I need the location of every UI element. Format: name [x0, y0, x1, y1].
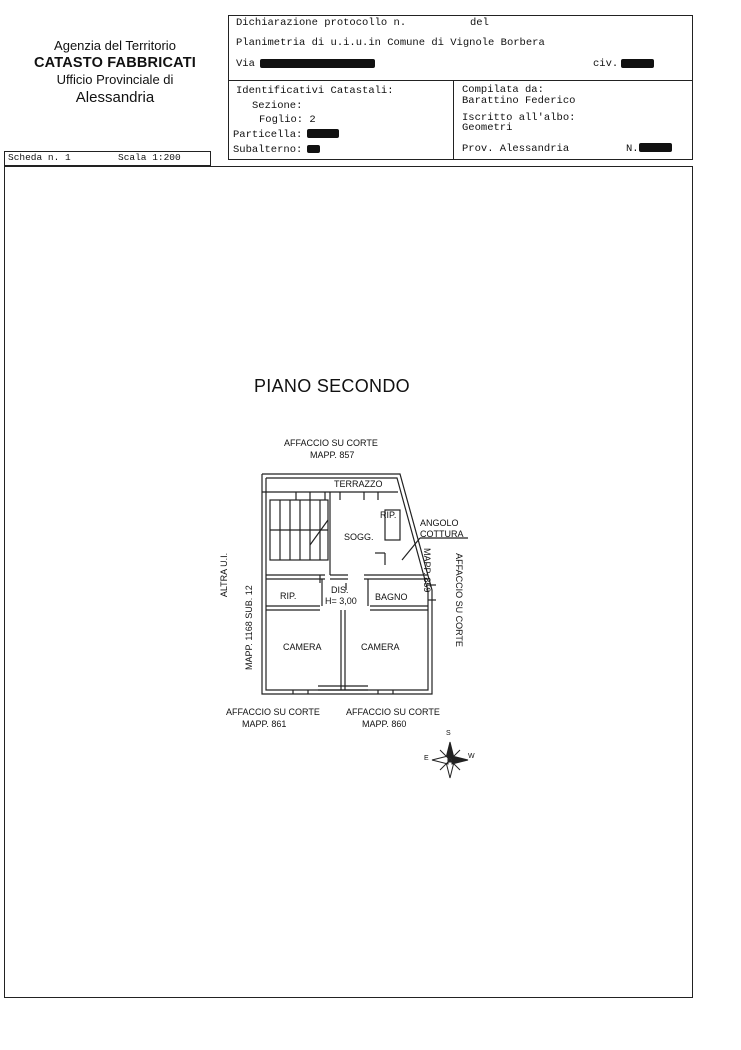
sogg-label: SOGG.	[344, 532, 374, 542]
ufficio-label: Ufficio Provinciale di	[56, 72, 174, 88]
top-affaccio: AFFACCIO SU CORTE	[284, 438, 378, 448]
compass-w: W	[468, 753, 475, 760]
identificativi-title: Identificativi Catastali:	[236, 85, 394, 97]
agency-name: Agenzia del Territorio	[54, 38, 176, 53]
bagno-label: BAGNO	[375, 592, 408, 602]
identificativi-box	[228, 80, 693, 160]
divider-vertical	[453, 80, 454, 160]
compass-s: S	[446, 730, 451, 737]
scheda-number: Scheda n. 1	[8, 152, 71, 163]
left-side-label-1: ALTRA U.I.	[219, 552, 230, 598]
top-mapp: MAPP. 857	[310, 450, 355, 460]
dis-label: DIS.	[331, 585, 349, 595]
compass-rose	[431, 741, 469, 779]
bottom-right-mapp: MAPP. 860	[362, 719, 407, 729]
right-side-label-1: AFFACCIO SU CORTE	[453, 553, 464, 647]
compass-e: E	[424, 755, 429, 762]
redacted-subalterno	[307, 145, 320, 153]
bottom-left-mapp: MAPP. 861	[242, 719, 287, 729]
compilata-name: Barattino Federico	[462, 95, 576, 107]
right-side-label-2: MAPP. 859	[422, 548, 432, 593]
planimetria-line: Planimetria di u.i.u.in Comune di Vignol…	[236, 37, 545, 49]
sezione-label: Sezione:	[252, 100, 303, 112]
iscritto-label: Iscritto all'albo:	[462, 112, 576, 124]
scala-label: Scala 1:200	[118, 152, 181, 163]
redacted-civ	[621, 59, 654, 68]
albo-name: Geometri	[462, 122, 513, 134]
compilata-label: Compilata da:	[462, 84, 544, 96]
particella-label: Particella:	[233, 129, 303, 141]
civ-label: civ.	[593, 58, 619, 70]
drawing-frame	[4, 166, 693, 998]
cottura-label: COTTURA	[420, 529, 464, 539]
del-label: del	[470, 17, 489, 29]
province-name: Alessandria	[75, 88, 155, 106]
redacted-particella	[307, 129, 339, 138]
dichiarazione-label: Dichiarazione protocollo n.	[236, 17, 407, 29]
bottom-right-affaccio: AFFACCIO SU CORTE	[346, 707, 440, 717]
rip-top-label: RIP.	[380, 510, 397, 520]
plan-title: PIANO SECONDO	[254, 376, 410, 396]
prov-label: Prov. Alessandria	[462, 143, 570, 155]
subalterno-label: Subalterno:	[233, 144, 303, 156]
camera-left-label: CAMERA	[283, 642, 322, 652]
left-side-label-2: MAPP. 1168 SUB. 12	[244, 585, 254, 670]
redacted-n	[639, 143, 672, 152]
bottom-left-affaccio: AFFACCIO SU CORTE	[226, 707, 320, 717]
terrazzo-label: TERRAZZO	[334, 479, 383, 489]
scheda-box	[4, 151, 211, 166]
angolo-label: ANGOLO	[420, 518, 459, 528]
camera-right-label: CAMERA	[361, 642, 400, 652]
rip-left-label: RIP.	[280, 591, 297, 601]
via-label: Via	[236, 58, 255, 70]
catasto-title: CATASTO FABBRICATI	[33, 55, 197, 72]
foglio-label: Foglio: 2	[259, 114, 316, 126]
height-label: H= 3,00	[325, 596, 357, 606]
agency-heading: Agenzia del Territorio CATASTO FABBRICAT…	[20, 38, 210, 107]
redacted-address	[260, 59, 375, 68]
n-label: N.	[626, 143, 639, 155]
